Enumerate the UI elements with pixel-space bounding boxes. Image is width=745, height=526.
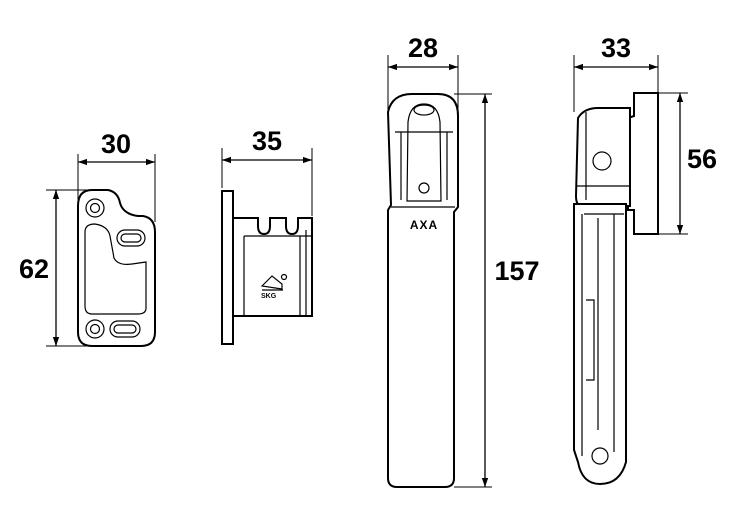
keeper-base-plate <box>221 190 234 345</box>
screw-hole-top <box>85 198 105 218</box>
side-lever-groove <box>586 299 595 381</box>
slot-hole-right-inner <box>120 233 142 243</box>
strike-plate-view: 30 62 <box>19 129 156 347</box>
keeper-view: SKG 35 <box>221 126 313 345</box>
slot-hole-right <box>116 229 146 247</box>
side-base-plate <box>627 92 659 235</box>
handle-pivot-top <box>413 104 435 116</box>
dimension-label-33: 33 <box>601 33 631 63</box>
skg-mark-label: SKG <box>261 293 277 300</box>
dimension-label-157: 157 <box>494 256 539 286</box>
strike-plate-outline <box>77 189 156 347</box>
skg-mark-icon <box>260 273 288 291</box>
screw-hole-top-inner <box>89 202 101 214</box>
handle-lever <box>406 103 442 202</box>
side-pivot-hole <box>592 151 612 171</box>
strike-plate-recess <box>84 223 147 315</box>
handle-side-view: 33 56 <box>573 33 717 486</box>
handle-pivot-hole <box>418 182 430 194</box>
brand-logo: AXA <box>410 218 438 232</box>
slot-hole-bottom-inner <box>113 324 137 334</box>
side-hinge-body <box>574 107 631 207</box>
dimension-label-35: 35 <box>252 126 282 156</box>
screw-hole-bottom <box>85 319 105 339</box>
dimension-label-62: 62 <box>19 254 49 284</box>
dimension-label-56: 56 <box>687 144 717 174</box>
slot-hole-bottom <box>109 320 141 338</box>
dimension-label-30: 30 <box>101 129 131 159</box>
screw-hole-bottom-inner <box>89 323 101 335</box>
handle-front-view: AXA 28 157 <box>386 33 540 488</box>
side-end-hole <box>591 447 609 465</box>
side-lever <box>573 203 627 486</box>
dimension-label-28: 28 <box>408 33 438 63</box>
keeper-body <box>232 217 313 317</box>
